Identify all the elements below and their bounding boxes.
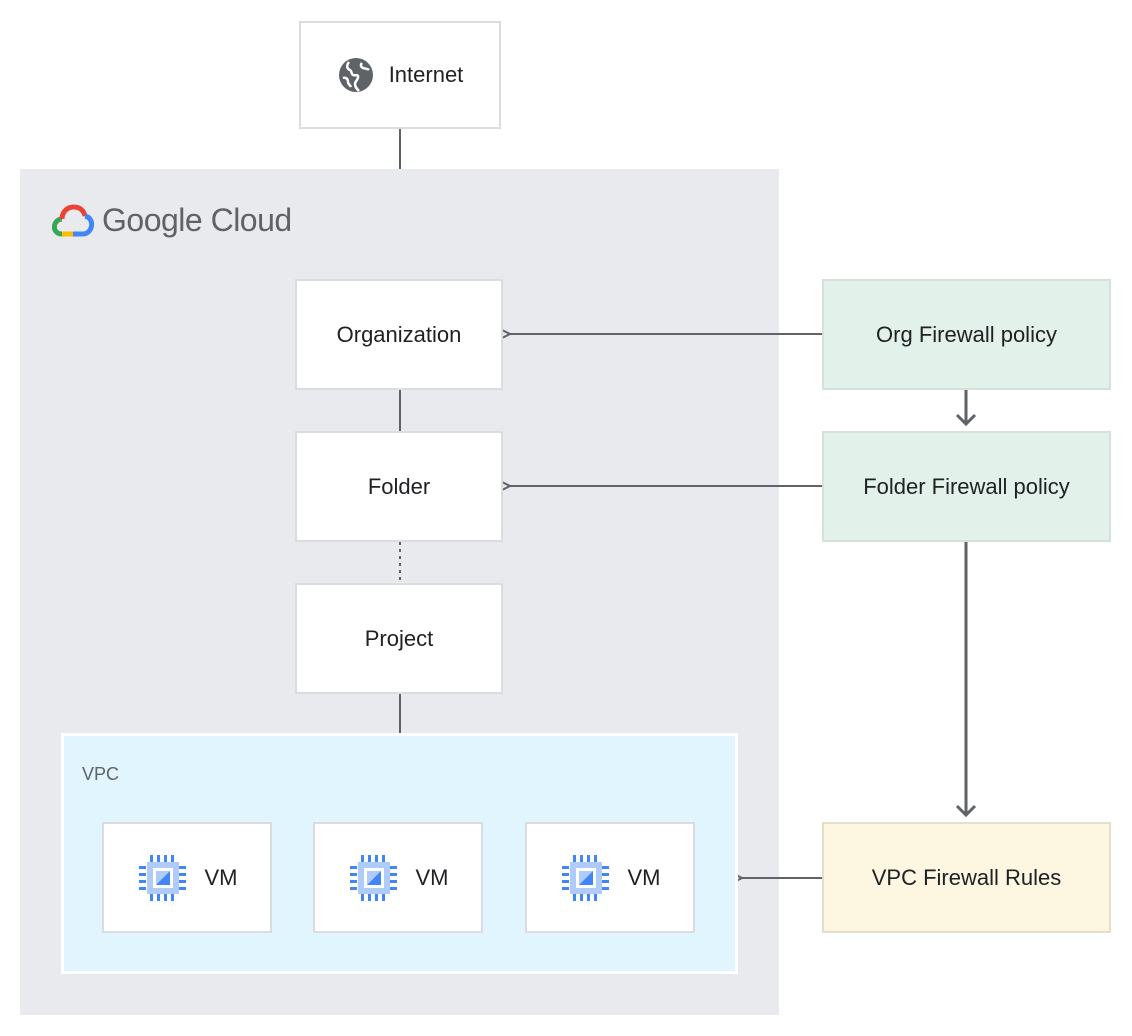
- brand-cloud: Cloud: [210, 202, 293, 238]
- internet-label: Internet: [388, 62, 464, 87]
- folder-label: Folder: [367, 473, 431, 499]
- internet-node: Internet: [299, 21, 501, 129]
- folder-node: Folder: [295, 431, 503, 542]
- vpc-firewall-rules-node: VPC Firewall Rules: [822, 822, 1111, 933]
- vm-chip-icon: [138, 854, 186, 901]
- google-cloud-logo: Google Cloud: [52, 202, 292, 239]
- vm-node: VM: [525, 822, 695, 933]
- vm-label: VM: [204, 864, 238, 890]
- brand-google: Google: [102, 202, 203, 238]
- project-node: Project: [295, 583, 503, 694]
- vm-chip-icon: [349, 854, 397, 901]
- org-to-folder-policy-arrowhead: [955, 413, 977, 427]
- vpc-label: VPC: [82, 764, 120, 784]
- organization-label: Organization: [336, 321, 462, 347]
- vm-node: VM: [313, 822, 483, 933]
- folder-firewall-policy-node: Folder Firewall policy: [822, 431, 1111, 542]
- org-firewall-policy-node: Org Firewall policy: [822, 279, 1111, 390]
- google-cloud-logo-icon: [52, 203, 94, 236]
- vm-chip-icon: [561, 854, 609, 901]
- vpc-firewall-rules-label: VPC Firewall Rules: [871, 864, 1062, 890]
- organization-node: Organization: [295, 279, 503, 390]
- project-label: Project: [364, 625, 434, 651]
- vm-label: VM: [415, 864, 449, 890]
- org-firewall-policy-label: Org Firewall policy: [876, 321, 1057, 347]
- globe-icon: [338, 58, 373, 92]
- google-cloud-wordmark: Google Cloud: [102, 202, 292, 239]
- vm-label: VM: [627, 864, 661, 890]
- folder-to-vpc-rules-arrowhead: [955, 804, 977, 818]
- vm-node: VM: [102, 822, 272, 933]
- folder-firewall-policy-label: Folder Firewall policy: [863, 473, 1070, 499]
